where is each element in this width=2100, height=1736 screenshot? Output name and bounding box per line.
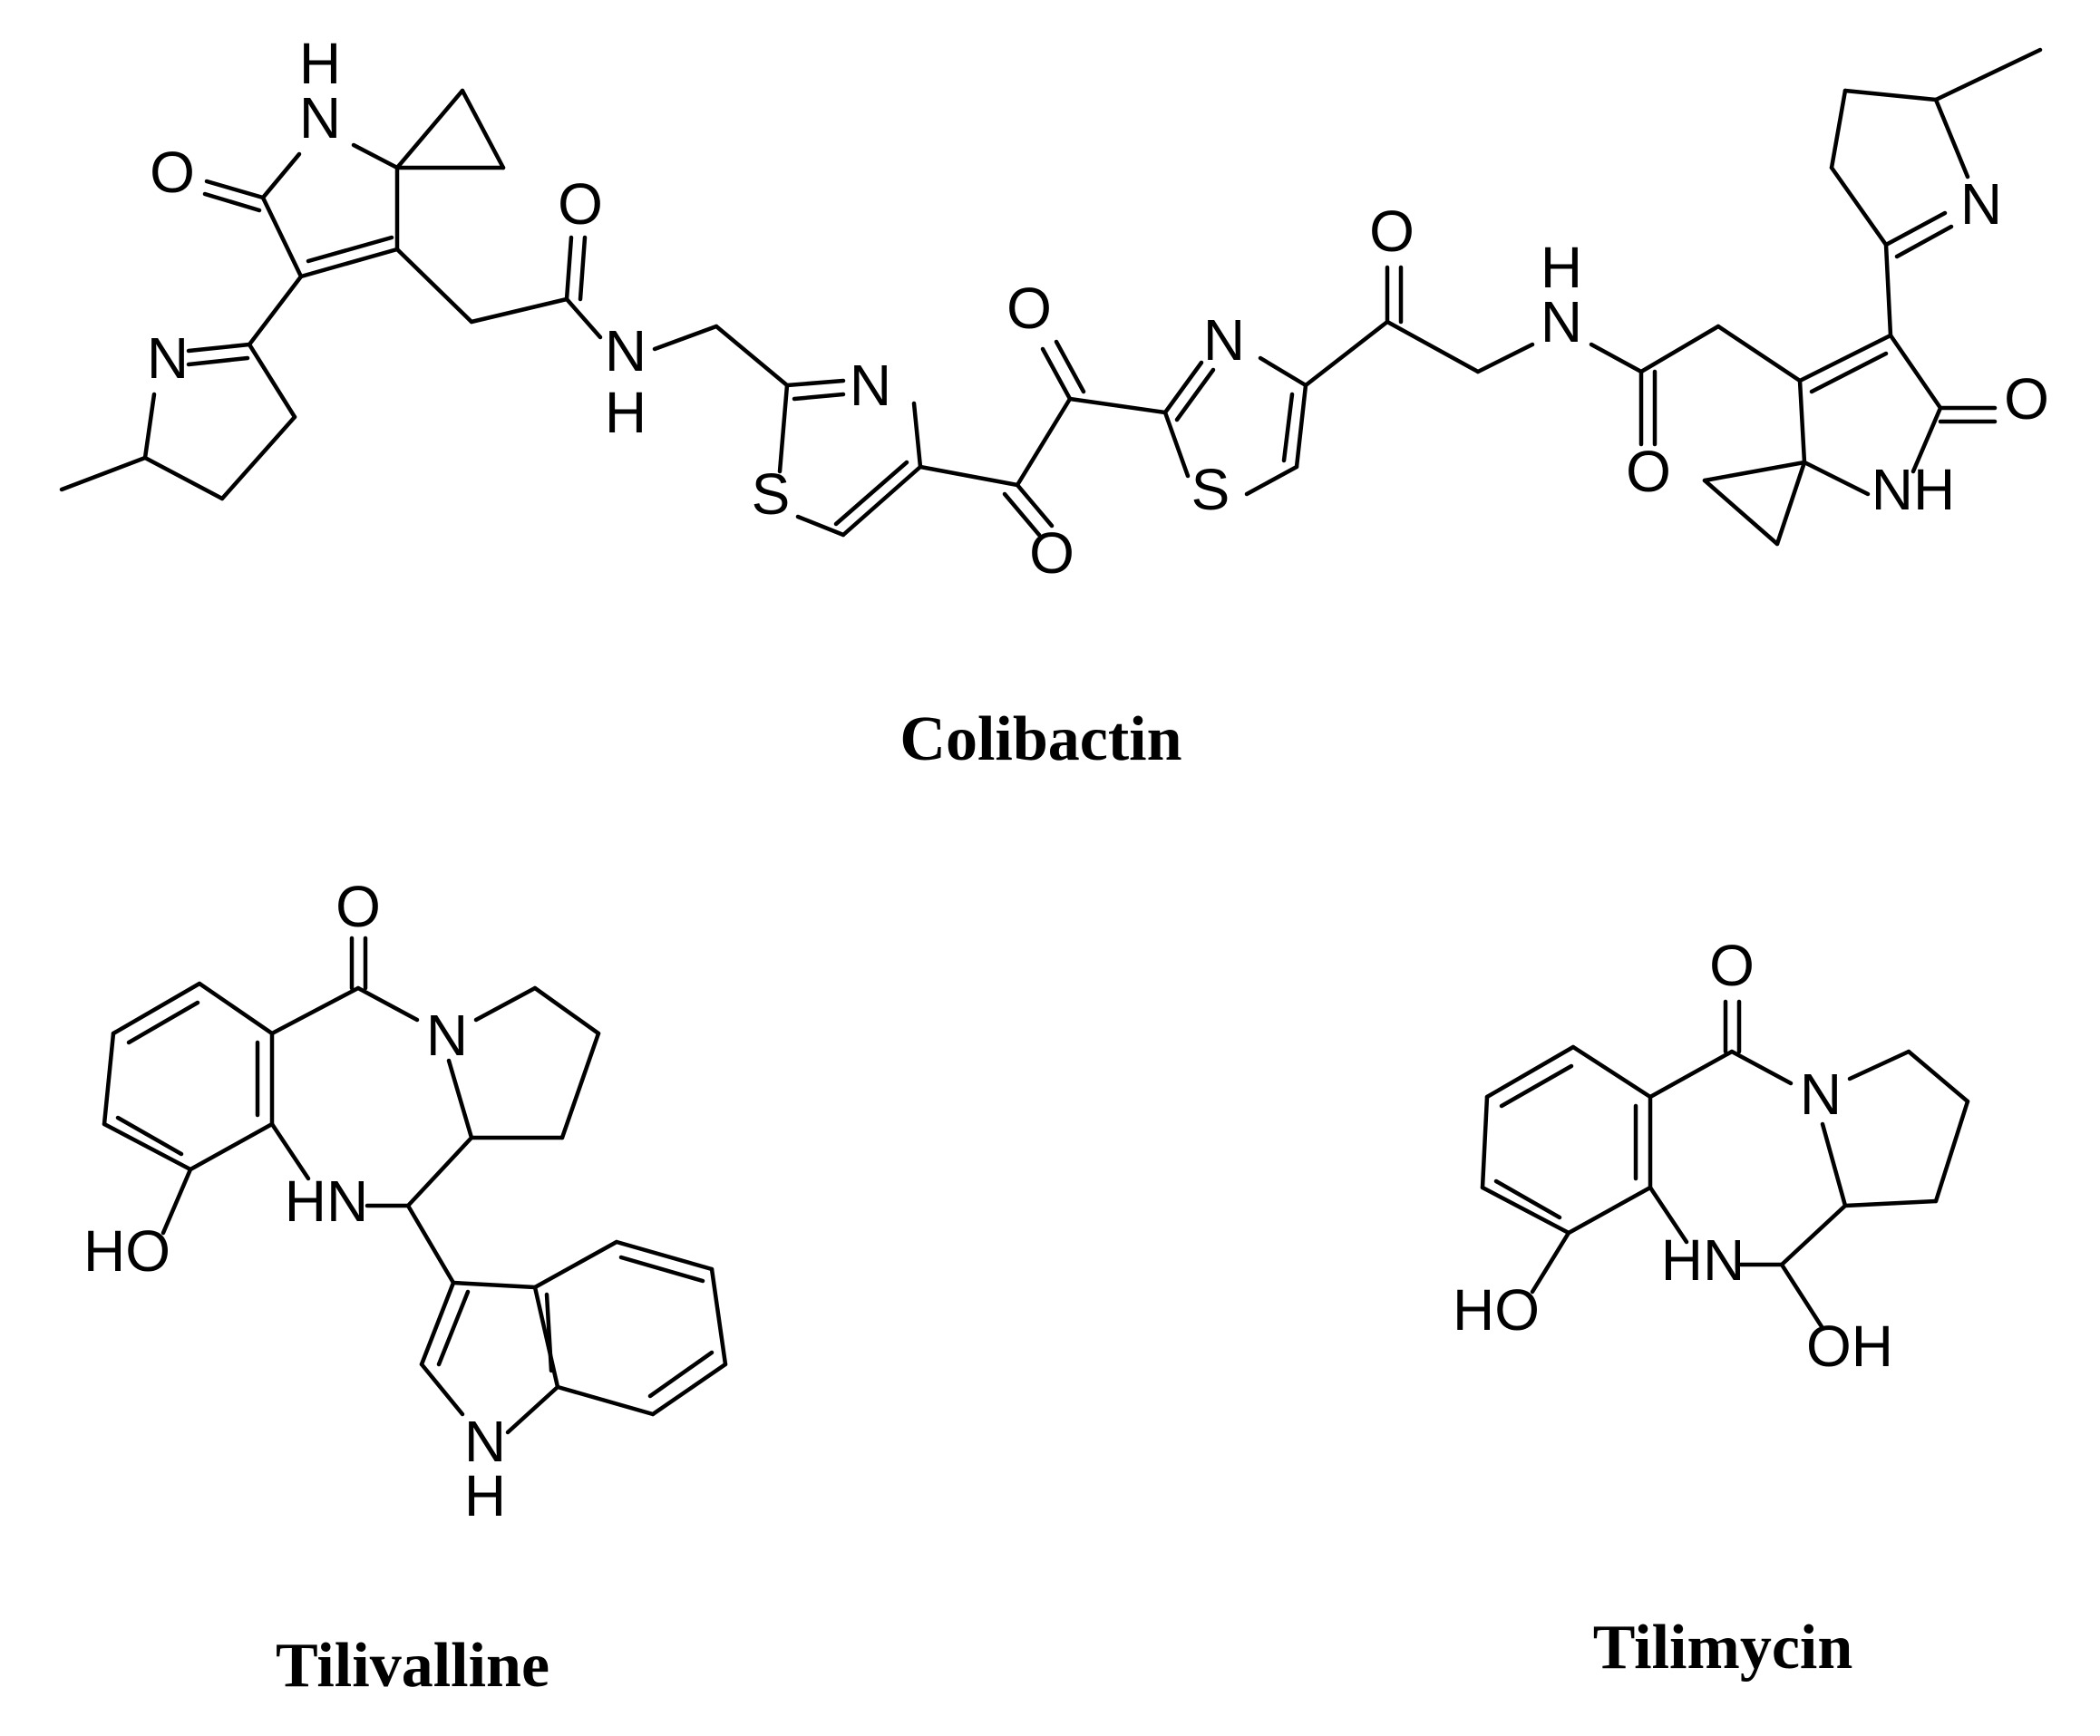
atom-N: N: [850, 353, 891, 418]
atom-N: N: [464, 1409, 506, 1474]
atom-S: S: [1191, 457, 1230, 522]
atom-O: O: [1709, 933, 1755, 998]
atom-N: N: [1541, 289, 1582, 354]
atom-H: H: [1541, 235, 1582, 300]
atom-N: N: [426, 1003, 468, 1068]
tilivalline-structure: O N HN HO N H: [83, 874, 728, 1528]
atom-N: N: [299, 85, 341, 150]
compound-name-tilivalline: Tilivalline: [276, 1631, 549, 1701]
atom-H: H: [464, 1463, 506, 1528]
atom-H: H: [605, 380, 647, 445]
atom-O: O: [1006, 276, 1052, 341]
compound-name-tilimycin: Tilimycin: [1593, 1613, 1853, 1683]
atom-O: O: [1626, 439, 1671, 504]
tilimycin-structure: O N HN HO OH: [1453, 933, 1970, 1379]
atom-N: N: [1800, 1062, 1842, 1127]
atom-NH: NH: [1872, 457, 1955, 522]
atom-O: O: [1029, 520, 1074, 586]
atom-HO: HO: [83, 1218, 170, 1284]
atom-N: N: [1203, 307, 1245, 373]
atom-HO: HO: [1453, 1277, 1540, 1343]
atom-O: O: [150, 140, 195, 205]
atom-N: N: [1960, 171, 2002, 237]
atom-O: O: [1369, 199, 1415, 264]
atom-OH: OH: [1806, 1314, 1893, 1379]
compound-name-colibactin: Colibactin: [899, 704, 1181, 774]
atom-N: N: [147, 325, 189, 391]
atom-HN: HN: [1661, 1227, 1745, 1293]
atom-O: O: [335, 874, 381, 939]
atom-O: O: [558, 171, 603, 237]
atom-S: S: [752, 461, 791, 527]
atom-H: H: [299, 31, 341, 96]
atom-HN: HN: [285, 1169, 368, 1234]
atom-N: N: [605, 318, 647, 383]
colibactin-structure: H N O O N H N N S O O N S O H N O O NH N: [59, 31, 2049, 586]
atom-O: O: [2004, 366, 2049, 432]
